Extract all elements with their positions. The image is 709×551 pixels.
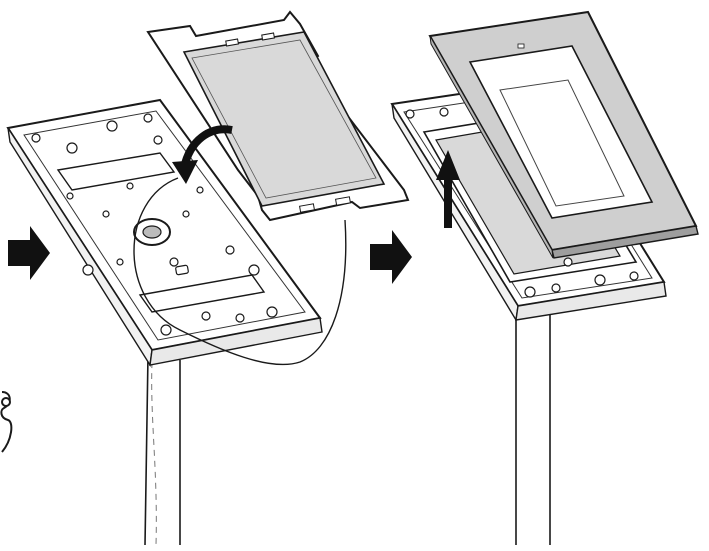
detail-callout xyxy=(133,177,347,366)
cover-frame xyxy=(428,10,699,259)
up-arrow-icon xyxy=(436,150,460,228)
curved-arrow-icon xyxy=(180,125,233,170)
bracket xyxy=(146,10,410,222)
screw-icon xyxy=(31,113,278,336)
right-arrow-icon xyxy=(8,226,50,280)
right-arrow-icon xyxy=(370,230,412,284)
left-stand xyxy=(6,98,323,546)
cable-icon xyxy=(0,391,13,453)
